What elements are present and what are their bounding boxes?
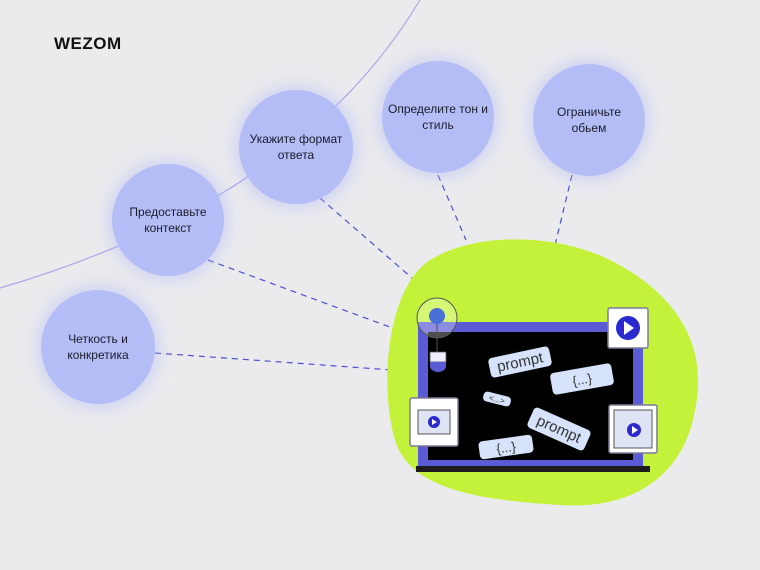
bubble-label: Ограничьте обьем — [557, 105, 621, 135]
lightbulb-icon — [416, 297, 458, 372]
connector-lines — [154, 174, 573, 371]
bubble-context: Предоставьте контекст — [112, 164, 224, 276]
bubble-tone: Определите тон и стиль — [382, 61, 494, 173]
monitor-base — [416, 466, 650, 472]
video-chip-icon — [409, 397, 459, 447]
bubble-clarity: Четкость и конкретика — [41, 290, 155, 404]
wezom-logo: WEZOM — [54, 34, 122, 53]
play-chip-icon — [607, 307, 649, 349]
bubble-label: Укажите формат ответа — [249, 132, 343, 162]
image-chip-icon — [608, 404, 658, 454]
bubble-label: Четкость и конкретика — [67, 332, 129, 362]
bubble-volume: Ограничьте обьем — [533, 64, 645, 176]
bubble-label: Предоставьте контекст — [129, 205, 207, 235]
bubble-format: Укажите формат ответа — [239, 90, 353, 204]
bubble-label: Определите тон и стиль — [388, 102, 488, 132]
